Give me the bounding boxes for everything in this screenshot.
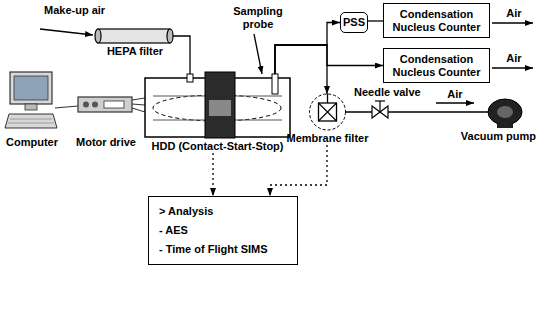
part-label: Sampling probe — [226, 5, 290, 31]
chamber-shape — [145, 78, 290, 138]
screen — [14, 76, 48, 100]
exhaust-arrow — [492, 22, 533, 23]
needle-valve-symbol — [372, 101, 388, 118]
valve-handle — [375, 100, 385, 101]
filter-cross — [319, 103, 337, 121]
flow-connector — [368, 20, 383, 21]
pss-box: PSS — [340, 12, 368, 33]
motor-drive-icon — [78, 97, 145, 112]
flow-label: Air — [498, 7, 530, 20]
membrane-shape — [280, 94, 375, 132]
flow-label: Air — [437, 88, 473, 101]
node-text: Membrane filter — [280, 132, 375, 145]
make-up-air-arrow — [40, 29, 93, 35]
knob — [83, 102, 89, 108]
pump-body — [488, 99, 522, 125]
inlet-label: Make-up air — [44, 4, 134, 17]
leader-arrow — [254, 34, 262, 74]
hdd-stack — [205, 72, 235, 138]
exhaust-arrow — [492, 67, 533, 68]
air-inlet — [187, 74, 193, 82]
dashed-circle — [310, 94, 346, 130]
valve-half — [372, 106, 380, 118]
keyboard-row — [10, 119, 52, 120]
hdd-disk — [209, 100, 231, 116]
flow-connector — [212, 153, 213, 196]
node-text: Condensation Nucleus Counter — [388, 53, 485, 79]
computer-icon — [5, 72, 78, 128]
counter-box: Condensation Nucleus Counter — [383, 48, 490, 83]
filter-body — [98, 29, 170, 43]
node-text: - Time of Flight SIMS — [159, 243, 287, 256]
display — [104, 101, 124, 108]
filter-end — [167, 29, 173, 43]
filter-outlet — [173, 35, 175, 36]
hdd-chamber: HDD (Contact-Start-Stop) — [145, 78, 290, 153]
vacuum-pump-symbol — [488, 99, 522, 128]
counter-box: Condensation Nucleus Counter — [383, 3, 490, 38]
node-text: - AES — [159, 224, 287, 237]
wire — [132, 104, 145, 105]
pump-foot — [497, 124, 513, 128]
node-text: PSS — [343, 16, 365, 29]
node-text: Condensation Nucleus Counter — [388, 8, 485, 34]
wire — [132, 98, 145, 100]
part-label: Needle valve — [354, 86, 434, 99]
flow-connector — [270, 145, 327, 196]
node-text: > Analysis — [159, 205, 287, 218]
part-label: Vacuum pump — [452, 130, 536, 143]
part-label: Motor drive — [66, 136, 146, 149]
valve-half — [380, 106, 388, 118]
flow-connector — [275, 45, 383, 78]
knob — [92, 102, 98, 108]
cyl-shape — [95, 28, 175, 44]
filter-inlet — [327, 94, 328, 103]
monitor-stand — [25, 104, 37, 110]
flow-label: Air — [498, 52, 530, 65]
flow-arrow — [436, 102, 474, 103]
flow-connector — [175, 36, 190, 78]
flow-connector — [275, 23, 340, 79]
vacuum-line — [346, 111, 488, 113]
pump-hub — [497, 106, 513, 118]
keyboard-row — [8, 123, 54, 124]
filter-end — [95, 29, 101, 43]
valve-stem — [379, 101, 380, 112]
wire — [132, 108, 145, 112]
hepa-filter: HEPA filter — [95, 28, 175, 58]
drive-case — [78, 97, 132, 112]
membrane-filter: Membrane filter — [280, 94, 375, 145]
node-text: HDD (Contact-Start-Stop) — [145, 140, 290, 153]
node-text: HEPA filter — [95, 45, 175, 58]
cable — [55, 106, 78, 108]
keyboard — [5, 114, 57, 128]
filter-holder — [319, 103, 337, 121]
monitor — [10, 72, 52, 104]
analysis-box: > Analysis - AES - Time of Flight SIMS — [148, 196, 298, 265]
part-label: Computer — [2, 136, 62, 149]
probe-tube — [272, 74, 278, 94]
filter-cross — [319, 103, 337, 121]
